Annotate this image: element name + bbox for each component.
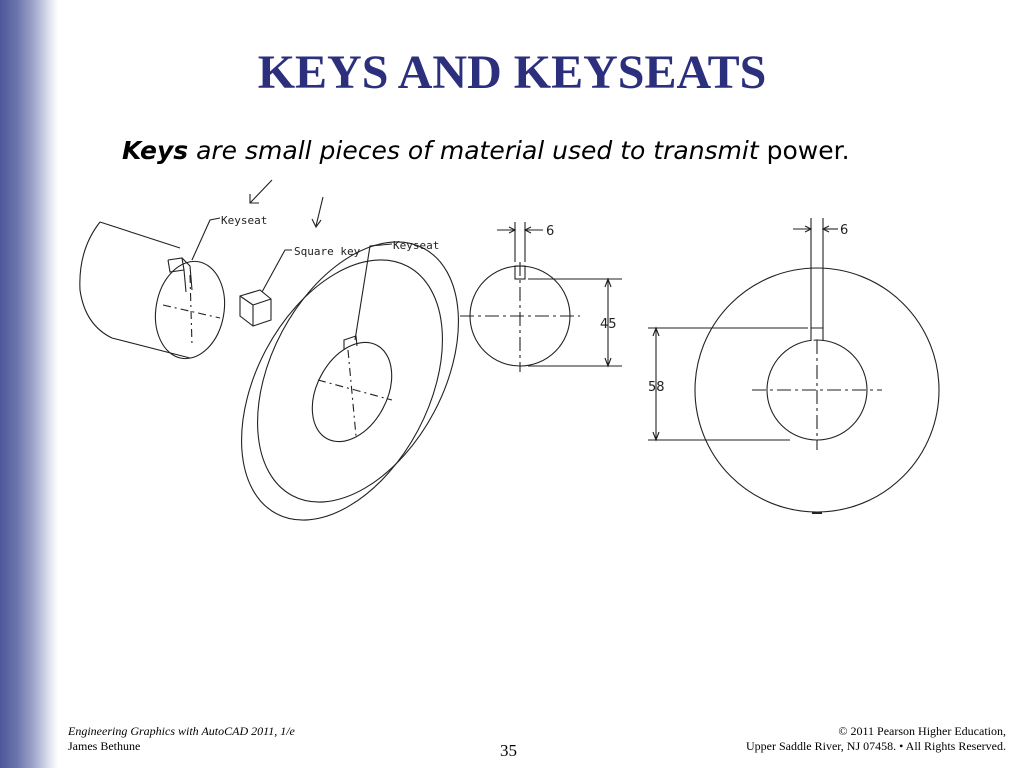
dim-hub-key-width: 6 bbox=[840, 223, 848, 238]
label-keyseat-hub: Keyseat bbox=[393, 239, 439, 252]
footer-book-title: Engineering Graphics with AutoCAD 2011, … bbox=[68, 724, 295, 738]
footer-copyright: © 2011 Pearson Higher Education, Upper S… bbox=[746, 724, 1006, 754]
copyright-line-2: Upper Saddle River, NJ 07458. • All Righ… bbox=[745, 739, 1006, 753]
dim-shaft-key-width: 6 bbox=[546, 224, 554, 239]
subtitle-italic-text: are small pieces of material used to tra… bbox=[188, 136, 759, 165]
footer-author: James Bethune bbox=[68, 739, 141, 753]
side-gradient-bar bbox=[0, 0, 58, 768]
subtitle-bold-word: Keys bbox=[122, 136, 189, 165]
dim-hub-bore-depth: 58 bbox=[648, 380, 665, 395]
page-number: 35 bbox=[500, 741, 517, 760]
annotation-arrow-left bbox=[249, 179, 273, 204]
copyright-line-1: © 2011 Pearson Higher Education, bbox=[838, 724, 1006, 738]
square-key bbox=[239, 289, 272, 327]
subtitle-normal-text: power. bbox=[758, 136, 850, 165]
label-keyseat-shaft: Keyseat bbox=[221, 214, 267, 227]
slide-subtitle: Keys are small pieces of material used t… bbox=[122, 136, 850, 165]
footer-book-info: Engineering Graphics with AutoCAD 2011, … bbox=[68, 724, 295, 754]
shaft-end-view bbox=[460, 222, 622, 372]
annotation-arrow-right bbox=[311, 196, 324, 229]
slide-title: KEYS AND KEYSEATS bbox=[257, 46, 767, 99]
dim-shaft-diameter: 45 bbox=[600, 317, 617, 332]
label-square-key: Square key bbox=[294, 245, 361, 258]
shaft-isometric bbox=[79, 221, 226, 360]
hub-isometric bbox=[241, 241, 459, 521]
hub-front-view bbox=[648, 218, 940, 514]
